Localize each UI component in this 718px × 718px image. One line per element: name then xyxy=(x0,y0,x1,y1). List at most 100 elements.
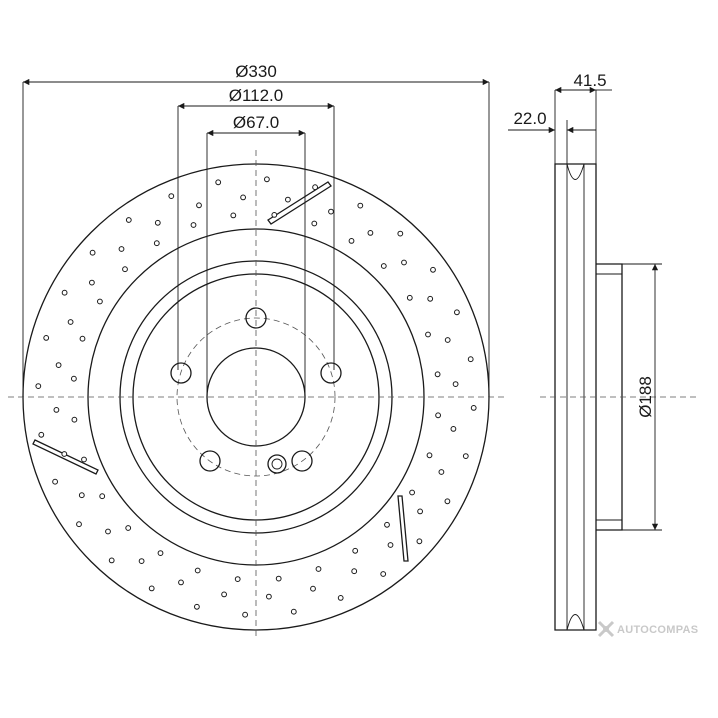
slot-groove xyxy=(32,439,99,475)
drill-hole xyxy=(438,469,445,475)
drill-hole xyxy=(352,547,359,554)
side-dimensions: 41.5 22.0 Ø188 xyxy=(508,71,662,531)
hat-diameter-label: Ø188 xyxy=(636,376,655,418)
drill-hole xyxy=(310,585,316,592)
drill-hole xyxy=(397,230,404,237)
drill-hole xyxy=(444,337,451,343)
drill-hole xyxy=(105,528,111,535)
drill-hole xyxy=(89,249,96,256)
total-thickness-label: 41.5 xyxy=(573,71,606,90)
drill-hole xyxy=(108,557,115,564)
bolt-hole xyxy=(245,307,267,329)
drill-hole xyxy=(35,383,42,390)
drill-hole xyxy=(89,279,95,286)
drill-hole xyxy=(81,456,87,463)
drill-hole xyxy=(53,407,60,413)
drill-hole xyxy=(417,508,424,515)
hat-profile xyxy=(596,263,623,531)
bolt-hole xyxy=(170,362,192,384)
drill-hole xyxy=(71,375,77,382)
drill-hole xyxy=(125,217,132,223)
drill-hole xyxy=(380,263,387,269)
bolt-hole xyxy=(291,450,313,472)
drill-hole xyxy=(52,478,58,485)
slot-groove xyxy=(397,495,409,562)
drill-hole xyxy=(79,335,86,342)
bolt-hole xyxy=(199,450,221,472)
drill-holes xyxy=(35,176,477,618)
drill-hole xyxy=(118,246,125,252)
drill-hole xyxy=(38,431,45,438)
drill-hole xyxy=(78,492,85,499)
drill-hole xyxy=(416,538,423,545)
drill-hole xyxy=(178,579,184,586)
drill-hole xyxy=(380,571,387,577)
drill-hole xyxy=(194,603,200,610)
outer-diameter-label: Ø330 xyxy=(235,62,277,81)
drill-hole xyxy=(97,298,103,305)
drill-hole xyxy=(234,576,241,582)
brand-name: AUTOCOMPAS xyxy=(617,624,698,636)
drill-hole xyxy=(348,238,355,244)
drill-hole xyxy=(337,595,344,601)
drill-hole xyxy=(444,498,451,505)
drill-hole xyxy=(221,591,228,598)
drill-hole xyxy=(242,611,249,618)
drill-hole xyxy=(315,566,322,572)
drill-hole xyxy=(43,335,50,341)
drill-hole xyxy=(454,309,460,316)
drill-hole xyxy=(434,371,441,378)
drill-hole xyxy=(406,294,413,301)
drill-hole xyxy=(467,356,474,363)
drill-hole xyxy=(435,412,442,419)
drill-hole xyxy=(452,381,459,388)
drill-hole xyxy=(148,585,155,592)
side-view xyxy=(540,163,700,631)
drill-hole xyxy=(194,567,201,574)
drill-hole xyxy=(290,608,297,615)
drill-hole xyxy=(409,489,416,496)
drill-hole xyxy=(351,568,358,575)
bolt-circle-label: Ø112.0 xyxy=(229,86,284,105)
front-view xyxy=(8,150,505,640)
drill-hole xyxy=(61,289,68,296)
drill-hole xyxy=(470,405,477,411)
drill-hole xyxy=(462,453,469,460)
drill-hole xyxy=(190,222,197,228)
drill-hole xyxy=(285,196,291,203)
slot-groove xyxy=(267,181,332,225)
locating-screw-hole xyxy=(267,454,287,474)
drill-hole xyxy=(271,212,278,218)
drill-hole xyxy=(275,575,282,582)
bolt-hole xyxy=(320,362,342,384)
drill-hole xyxy=(67,319,74,325)
drill-hole xyxy=(71,416,78,423)
drill-hole xyxy=(138,558,145,564)
disc-thickness-label: 22.0 xyxy=(513,109,546,128)
center-bore-label: Ø67.0 xyxy=(233,113,279,132)
drill-hole xyxy=(122,266,128,273)
drill-hole xyxy=(196,202,202,209)
brand-watermark: AUTOCOMPAS xyxy=(597,620,698,638)
drill-hole xyxy=(61,451,68,457)
drill-hole xyxy=(230,212,237,219)
drill-hole xyxy=(450,426,457,432)
front-dimensions: Ø330 Ø112.0 Ø67.0 xyxy=(22,62,490,397)
drill-hole xyxy=(426,452,433,459)
drill-hole xyxy=(157,550,164,556)
drill-hole xyxy=(240,194,247,201)
vent-notch-top xyxy=(566,163,585,180)
drill-hole xyxy=(427,295,434,302)
drill-hole xyxy=(99,493,106,500)
vent-notch-bottom xyxy=(566,614,585,631)
drill-hole xyxy=(154,219,161,226)
drill-hole xyxy=(384,521,390,528)
drill-hole xyxy=(328,208,334,215)
brand-logo-icon xyxy=(597,620,615,638)
drill-hole xyxy=(55,362,62,369)
drill-hole xyxy=(312,184,319,191)
drill-hole xyxy=(76,521,82,528)
drill-hole xyxy=(215,179,222,186)
drill-hole xyxy=(425,331,431,338)
bolt-circle xyxy=(176,317,336,477)
